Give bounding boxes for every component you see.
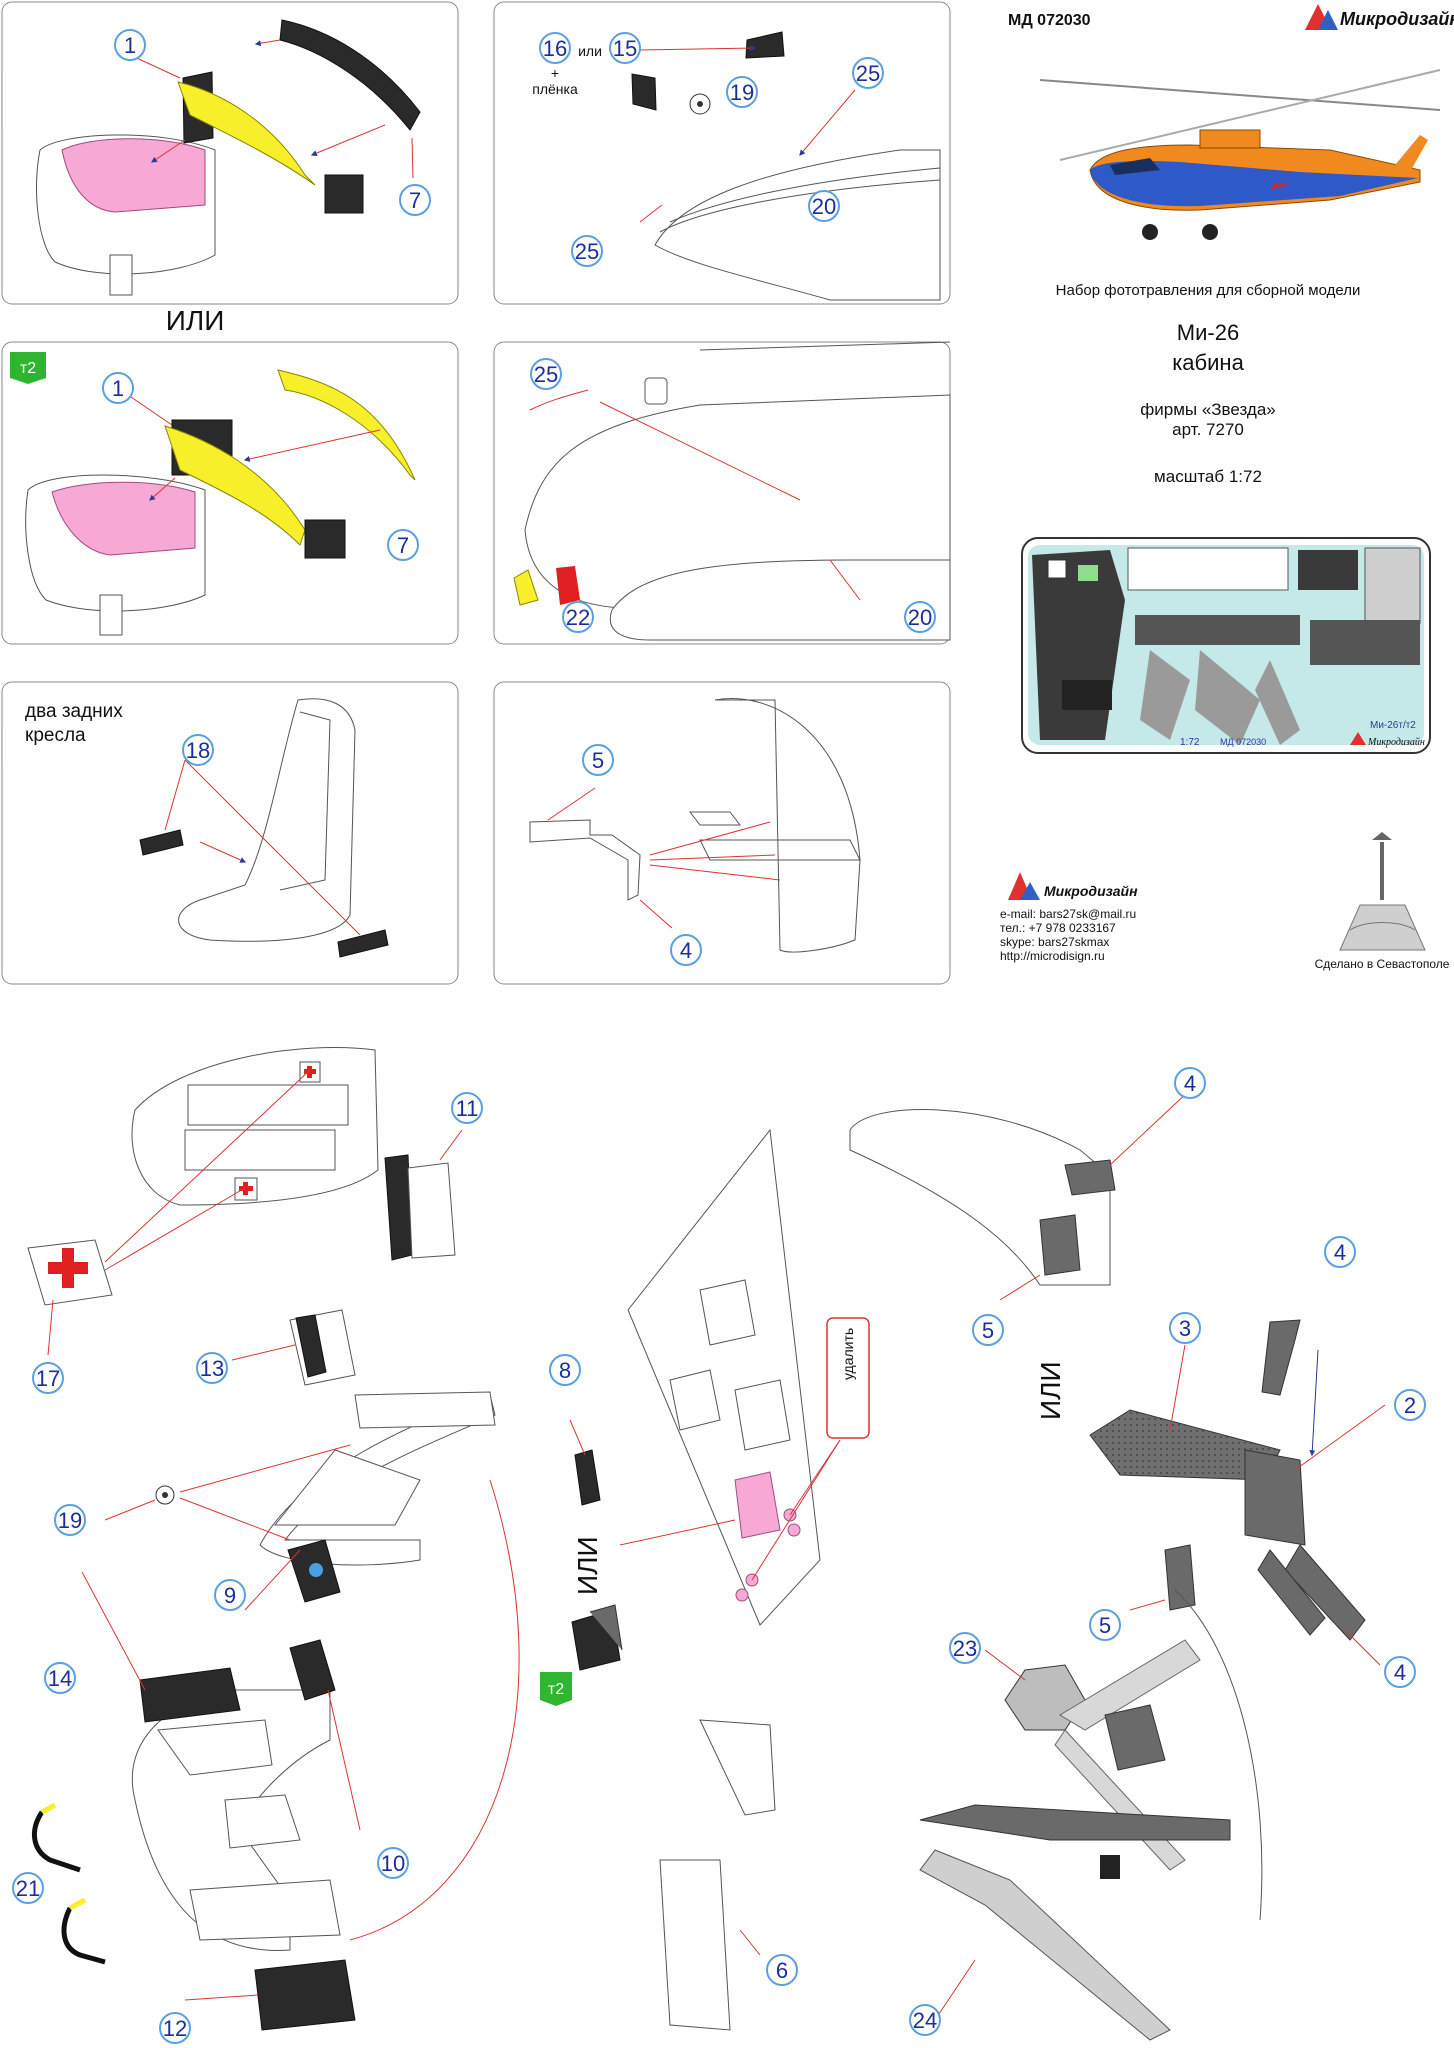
- part-label: 4: [1184, 1071, 1196, 1096]
- console-assembly: [32, 1539, 361, 2031]
- two-rear-seats-label: два задних: [25, 701, 123, 722]
- or-label-right: ИЛИ: [1035, 1361, 1066, 1420]
- kit-subtitle: Набор фототравления для сборной модели: [1056, 282, 1361, 299]
- contact-phone: тел.: +7 978 0233167: [1000, 921, 1116, 935]
- panel-5-drawing: [139, 698, 389, 958]
- part-label: 20: [812, 194, 836, 219]
- part-label: 25: [534, 362, 558, 387]
- or-label: ИЛИ: [166, 305, 225, 336]
- part-label: 12: [163, 2016, 187, 2041]
- part-label: 2: [1404, 1393, 1416, 1418]
- manufacturer: фирмы «Звезда»: [1140, 400, 1275, 419]
- part-label: 4: [1394, 1660, 1406, 1685]
- brand-logo-top: Микродизайн: [1305, 4, 1454, 30]
- panel-4-drawing: [513, 341, 951, 641]
- ceiling-assembly: [27, 1047, 379, 1356]
- floor-assembly: [104, 1391, 520, 1941]
- part-label: 4: [1334, 1240, 1346, 1265]
- two-rear-seats-label-2: кресла: [25, 725, 86, 746]
- part-label: 1: [112, 376, 124, 401]
- fret-scale-mark: 1:72: [1180, 737, 1200, 748]
- monument-emblem: [1339, 832, 1426, 951]
- made-in-label: Сделано в Севастополе: [1315, 957, 1450, 971]
- part-label: 19: [730, 80, 754, 105]
- brand-name: Микродизайн: [1340, 9, 1454, 29]
- part-label: 15: [613, 36, 637, 61]
- fret-code-mark: МД 072030: [1220, 737, 1266, 747]
- part-label: 16: [543, 36, 567, 61]
- contacts-block: Микродизайн e-mail: bars27sk@mail.ru тел…: [1000, 872, 1138, 963]
- part-label: 25: [575, 239, 599, 264]
- film-label: плёнка: [532, 81, 578, 97]
- panel-6-drawing: [529, 698, 861, 953]
- photoetch-fret: 1:72 МД 072030 Ми-26т/т2 Микродизайн: [1021, 537, 1431, 754]
- part-label: 5: [1099, 1613, 1111, 1638]
- fret-brand: Микродизайн: [1367, 737, 1425, 748]
- part-label: 10: [381, 1851, 405, 1876]
- panel-3-drawing: [25, 369, 416, 636]
- model-name: Ми-26: [1177, 320, 1239, 345]
- fret-model-mark: Ми-26т/т2: [1370, 720, 1416, 731]
- contacts-brand: Микродизайн: [1044, 883, 1138, 899]
- or-small-label: или: [578, 43, 602, 59]
- part-label: 14: [48, 1666, 72, 1691]
- svg-text:т2: т2: [548, 1681, 564, 1698]
- part-label: 19: [58, 1508, 82, 1533]
- contact-website: http://microdisign.ru: [1000, 949, 1105, 963]
- seat-assembly: [849, 1089, 1386, 2041]
- part-label: 5: [592, 748, 604, 773]
- part-label: 5: [982, 1318, 994, 1343]
- part-label: 23: [953, 1636, 977, 1661]
- small-panels: [231, 1129, 463, 1386]
- part-label: 25: [856, 61, 880, 86]
- part-label: 18: [186, 738, 210, 763]
- remove-label: удалить: [840, 1328, 856, 1380]
- part-label: 22: [566, 605, 590, 630]
- plus-label: +: [551, 65, 559, 81]
- part-label: 3: [1179, 1316, 1191, 1341]
- part-label: 21: [16, 1876, 40, 1901]
- or-label-center: ИЛИ: [572, 1536, 603, 1595]
- contact-skype: skype: bars27skmax: [1000, 935, 1109, 949]
- part-label: 7: [397, 533, 409, 558]
- part-label: 9: [224, 1583, 236, 1608]
- t2-badge: т2: [10, 352, 46, 384]
- contact-email: e-mail: bars27sk@mail.ru: [1000, 907, 1136, 921]
- scale: масштаб 1:72: [1154, 467, 1262, 486]
- part-label: 6: [776, 1958, 788, 1983]
- part-label: 1: [124, 33, 136, 58]
- svg-text:т2: т2: [20, 360, 36, 377]
- kit-code: МД 072030: [1008, 12, 1091, 29]
- part-label: 4: [680, 938, 692, 963]
- part-label: 7: [409, 188, 421, 213]
- t2-badge-lower: т2: [540, 1672, 572, 1706]
- panel-2-drawing: [631, 31, 941, 301]
- article-number: арт. 7270: [1172, 420, 1244, 439]
- part-label: 13: [200, 1356, 224, 1381]
- helicopter-photo: [1039, 69, 1441, 240]
- bulkhead-assembly: [569, 1128, 870, 2031]
- part-label: 17: [36, 1366, 60, 1391]
- model-part: кабина: [1172, 350, 1244, 375]
- part-label: 24: [913, 2008, 937, 2033]
- part-label: 8: [559, 1358, 571, 1383]
- part-label: 11: [456, 1096, 479, 1121]
- part-callouts: 1 7 16 15 19 25 20 25 1 7 25 22 20 18 5 …: [12, 29, 1426, 2044]
- part-label: 20: [908, 605, 932, 630]
- panel-1-drawing: [36, 19, 421, 296]
